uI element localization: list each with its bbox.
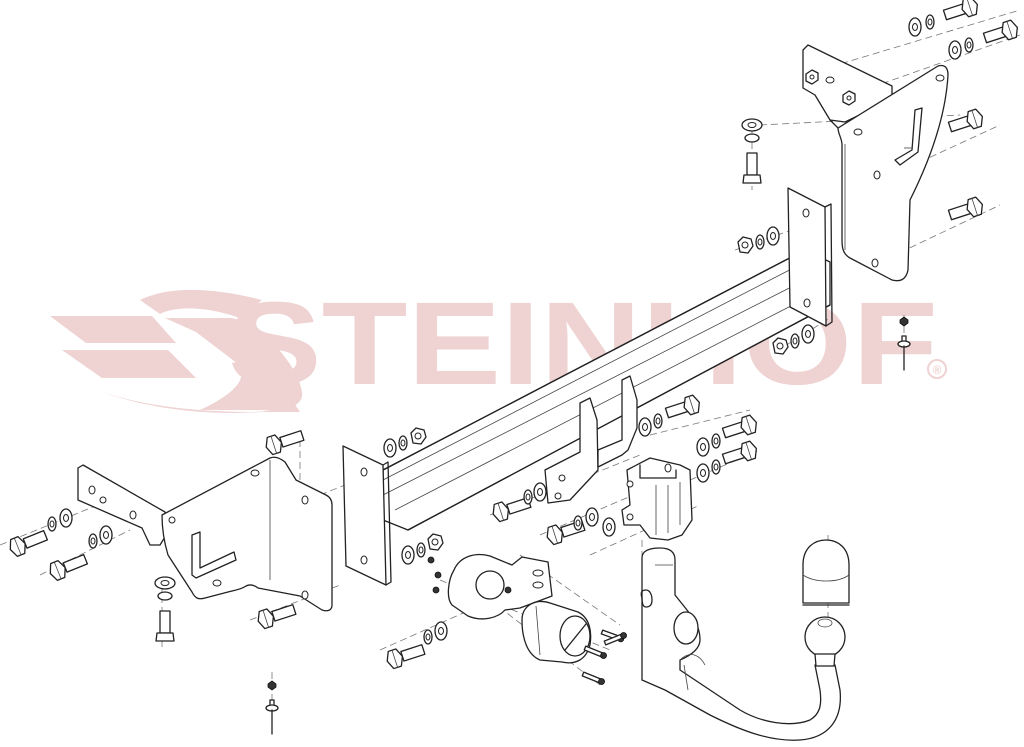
right-side-bracket [802, 44, 949, 282]
spring-washer-icon [790, 333, 800, 349]
vertical-bolt-icon [741, 118, 763, 184]
flat-washer-icon [59, 508, 73, 528]
spring-washer-icon [964, 37, 974, 53]
flat-washer-icon [585, 507, 599, 527]
flat-washer-icon [401, 545, 415, 565]
small-nut-icon [432, 586, 440, 594]
hex-nut-icon [737, 236, 754, 254]
spacer-icon [602, 517, 616, 537]
small-nut-icon [434, 571, 442, 579]
spring-washer-icon [47, 516, 57, 532]
spring-washer-icon [398, 435, 408, 451]
right-end-plate [787, 187, 833, 327]
bolt-icon [254, 600, 298, 631]
electrical-socket [521, 600, 592, 664]
bolt-icon [720, 413, 760, 443]
ball-cap [802, 539, 850, 606]
spring-washer-icon [523, 489, 533, 505]
spring-washer-icon [711, 433, 721, 449]
beam-center-tabs [544, 375, 638, 504]
spring-washer-icon [755, 234, 765, 250]
registered-mark-icon: ® [927, 359, 947, 379]
screw-icon [581, 670, 607, 687]
flat-washer-icon [801, 324, 815, 344]
hex-nut-icon [805, 69, 819, 85]
flat-washer-icon [766, 226, 780, 246]
spring-washer-icon [416, 542, 426, 558]
flat-washer-icon [908, 17, 922, 37]
spring-washer-icon [573, 515, 583, 531]
left-side-bracket [77, 456, 333, 612]
hex-nut-icon [410, 427, 427, 445]
flat-washer-icon [383, 438, 397, 458]
flat-washer-icon [696, 437, 710, 457]
left-end-plate [342, 445, 392, 586]
socket-plate [447, 553, 553, 620]
spring-washer-icon [925, 14, 935, 30]
vertical-bolt-icon [154, 576, 176, 642]
spring-washer-icon [653, 413, 663, 429]
hex-nut-icon [842, 90, 856, 106]
tow-ball-icon [804, 616, 846, 667]
bolt-icon [262, 426, 306, 457]
flat-washer-icon [434, 621, 448, 641]
detachable-ball-neck [640, 547, 846, 741]
fasteners [6, 0, 1021, 735]
bolt-icon [720, 439, 760, 469]
svg-text:®: ® [933, 363, 942, 377]
center-receiver [621, 457, 693, 541]
hex-nut-icon [427, 533, 444, 551]
flat-washer-icon [638, 417, 652, 437]
small-nut-icon [427, 556, 435, 564]
bolt-icon [946, 195, 986, 225]
flat-washer-icon [99, 525, 113, 545]
flat-washer-icon [533, 482, 547, 502]
steinhof-logo-swoosh-icon [50, 289, 303, 413]
push-rivet-icon [265, 680, 279, 735]
flat-washer-icon [948, 40, 962, 60]
bolt-icon [941, 0, 981, 25]
spring-washer-icon [88, 533, 98, 549]
bolt-icon [981, 18, 1021, 48]
flat-washer-icon [696, 463, 710, 483]
bolt-icon [6, 526, 50, 559]
bolt-icon [46, 550, 90, 583]
bolt-icon [946, 107, 986, 137]
spring-washer-icon [711, 459, 721, 475]
spring-washer-icon [423, 629, 433, 645]
